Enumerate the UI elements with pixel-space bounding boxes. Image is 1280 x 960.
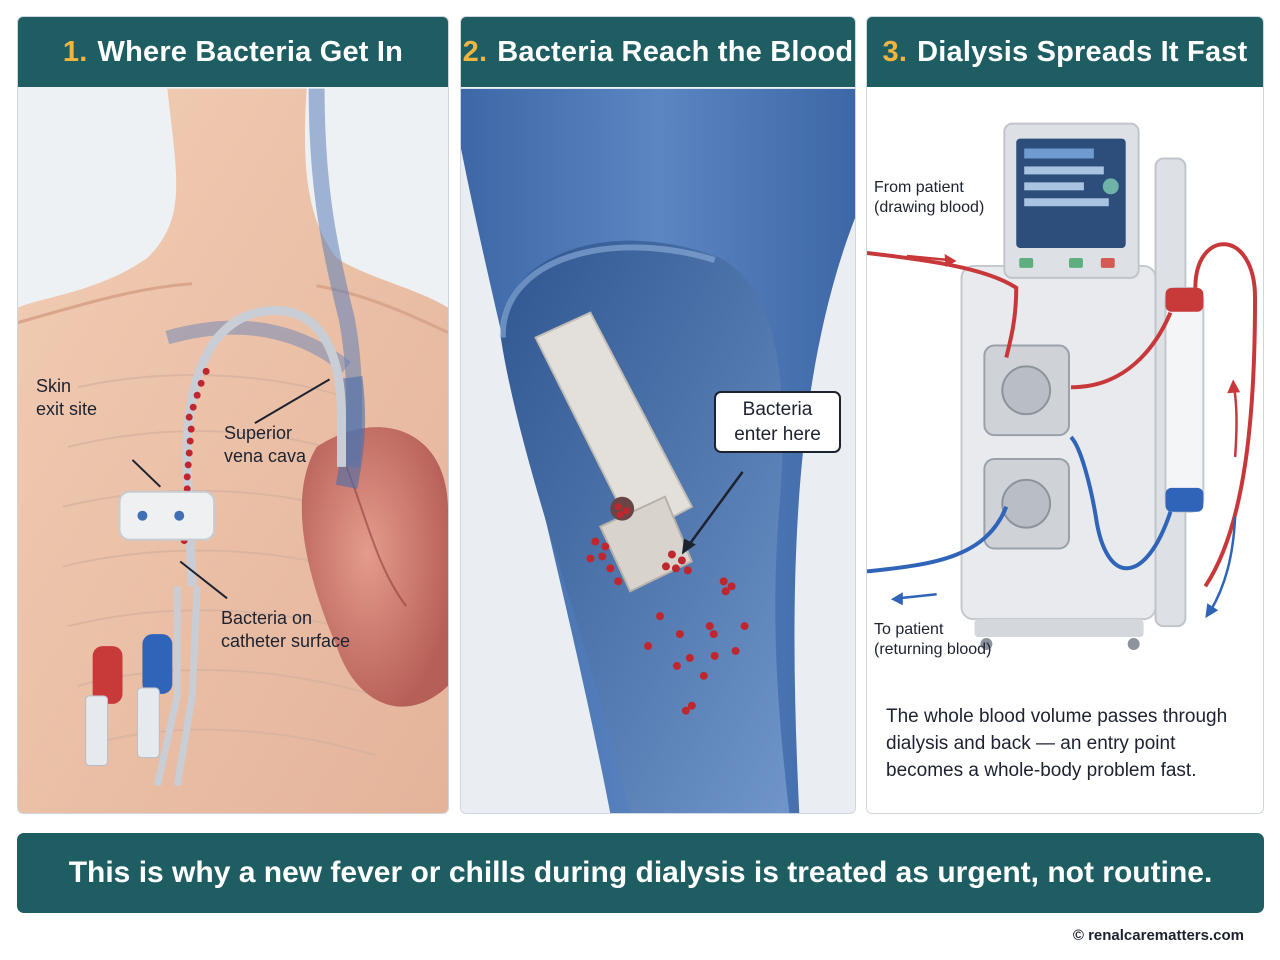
callout-bacteria-enter-here: Bacteria enter here — [714, 391, 841, 453]
screen-bar-4 — [1024, 198, 1109, 207]
panel-3-header: 3. Dialysis Spreads It Fast — [867, 17, 1263, 87]
arterial-line — [867, 251, 1019, 358]
label-from-patient-line1: From patient — [874, 179, 964, 196]
label-svc-line1: Superior — [224, 423, 293, 443]
panel-2-header: 2. Bacteria Reach the Blood — [461, 17, 855, 87]
callout-arrow-head — [681, 538, 696, 555]
arrow-from-patient-head — [944, 253, 957, 267]
machine-base — [974, 619, 1144, 638]
label-skin-exit-line1: Skin — [36, 376, 72, 396]
label-bacteria-surface-line1: Bacteria on — [221, 608, 313, 628]
leader-bacteria-surface — [179, 560, 228, 600]
callout-line1: Bacteria — [742, 399, 813, 420]
flow-arrow-up — [1232, 387, 1238, 458]
pump-rotor-upper — [1001, 365, 1052, 416]
arterial-loop — [1193, 242, 1258, 588]
wheel-right — [1127, 638, 1140, 650]
screen-bar-1 — [1024, 148, 1094, 159]
pad-rivet-left — [137, 510, 148, 521]
screen-bar-2 — [1024, 166, 1104, 175]
label-to-patient: To patient (returning blood) — [874, 620, 991, 661]
red-clamp — [92, 646, 123, 704]
bacteria-cluster — [586, 503, 749, 715]
panel-3-number: 3. — [882, 35, 908, 68]
label-bacteria-surface-line2: catheter surface — [221, 631, 351, 652]
dialyzer — [1164, 286, 1205, 513]
dialysis-machine-illustration — [867, 88, 1263, 813]
label-svc-line2: vena cava — [224, 446, 307, 467]
callout-arrow-line — [686, 471, 744, 548]
red-button — [1100, 257, 1115, 268]
leader-svc — [254, 378, 331, 424]
label-skin-exit-site: Skin exit site — [36, 375, 97, 421]
pad-rivet-right — [174, 510, 185, 521]
panel-1-header: 1. Where Bacteria Get In — [18, 17, 448, 87]
catheter-securement-pad — [118, 490, 216, 541]
leader-skin-exit — [131, 459, 162, 488]
green-button-1 — [1019, 257, 1034, 268]
screen-dial — [1102, 178, 1119, 195]
screen-bar-3 — [1024, 182, 1084, 191]
dialysis-description: The whole blood volume passes through di… — [886, 706, 1228, 781]
label-skin-exit-line2: exit site — [36, 399, 98, 420]
label-bacteria-on-catheter: Bacteria on catheter surface — [221, 607, 350, 653]
pump-rotor-lower — [1001, 478, 1052, 529]
label-from-patient: From patient (drawing blood) — [874, 178, 984, 219]
arrow-to-patient-line — [898, 593, 937, 600]
heart — [301, 427, 448, 707]
catheter-lumen-left — [153, 586, 181, 787]
red-luer-connector — [85, 695, 109, 767]
label-superior-vena-cava: Superior vena cava — [224, 422, 306, 468]
flow-arrow-down-head — [1205, 603, 1219, 619]
label-to-patient-line2: (returning blood) — [874, 641, 992, 659]
panel-3-title: Dialysis Spreads It Fast — [917, 35, 1248, 68]
collarbone-left — [18, 282, 193, 325]
urgent-message-banner: This is why a new fever or chills during… — [17, 833, 1264, 913]
arrow-from-patient-line — [906, 254, 949, 262]
venous-return-line — [867, 505, 1009, 574]
panel-1-title: Where Bacteria Get In — [97, 35, 404, 68]
callout-line2: enter here — [734, 423, 821, 445]
panel-bacteria-reach-blood: 2. Bacteria Reach the Blood — [460, 16, 856, 814]
catheter-side-hole — [610, 496, 635, 521]
vein-rim — [499, 244, 716, 338]
panel-2-title: Bacteria Reach the Blood — [497, 35, 854, 68]
arterial-line-to-dialyzer — [1070, 311, 1173, 390]
arrow-to-patient-head — [890, 592, 903, 606]
blue-clamp — [142, 634, 173, 694]
copyright-credit: © renalcarematters.com — [1072, 927, 1244, 944]
panel-dialysis-spreads-fast: 3. Dialysis Spreads It Fast — [866, 16, 1264, 814]
venous-line — [1069, 435, 1173, 571]
flow-arrow-up-head — [1227, 379, 1241, 394]
green-button-2 — [1068, 257, 1083, 268]
catheter-shaft — [534, 311, 694, 538]
superior-vena-cava — [335, 375, 366, 489]
label-from-patient-line2: (drawing blood) — [874, 199, 985, 217]
wheel-left — [980, 638, 993, 650]
collarbone-right — [316, 284, 448, 334]
dialyzer-red-cap — [1165, 287, 1204, 312]
flow-arrow-down — [1209, 516, 1237, 612]
monitor-screen — [1016, 138, 1126, 249]
panel-1-number: 1. — [62, 35, 88, 68]
dialyzer-blue-cap — [1165, 487, 1204, 512]
machine-body — [960, 264, 1157, 621]
panel-where-bacteria-get-in: 1. Where Bacteria Get In — [17, 16, 449, 814]
panel-2-number: 2. — [462, 35, 488, 68]
label-to-patient-line1: To patient — [874, 621, 944, 638]
chest-catheter-illustration — [18, 88, 448, 813]
catheter-lumen-right — [173, 586, 201, 787]
blue-luer-connector — [136, 687, 160, 759]
